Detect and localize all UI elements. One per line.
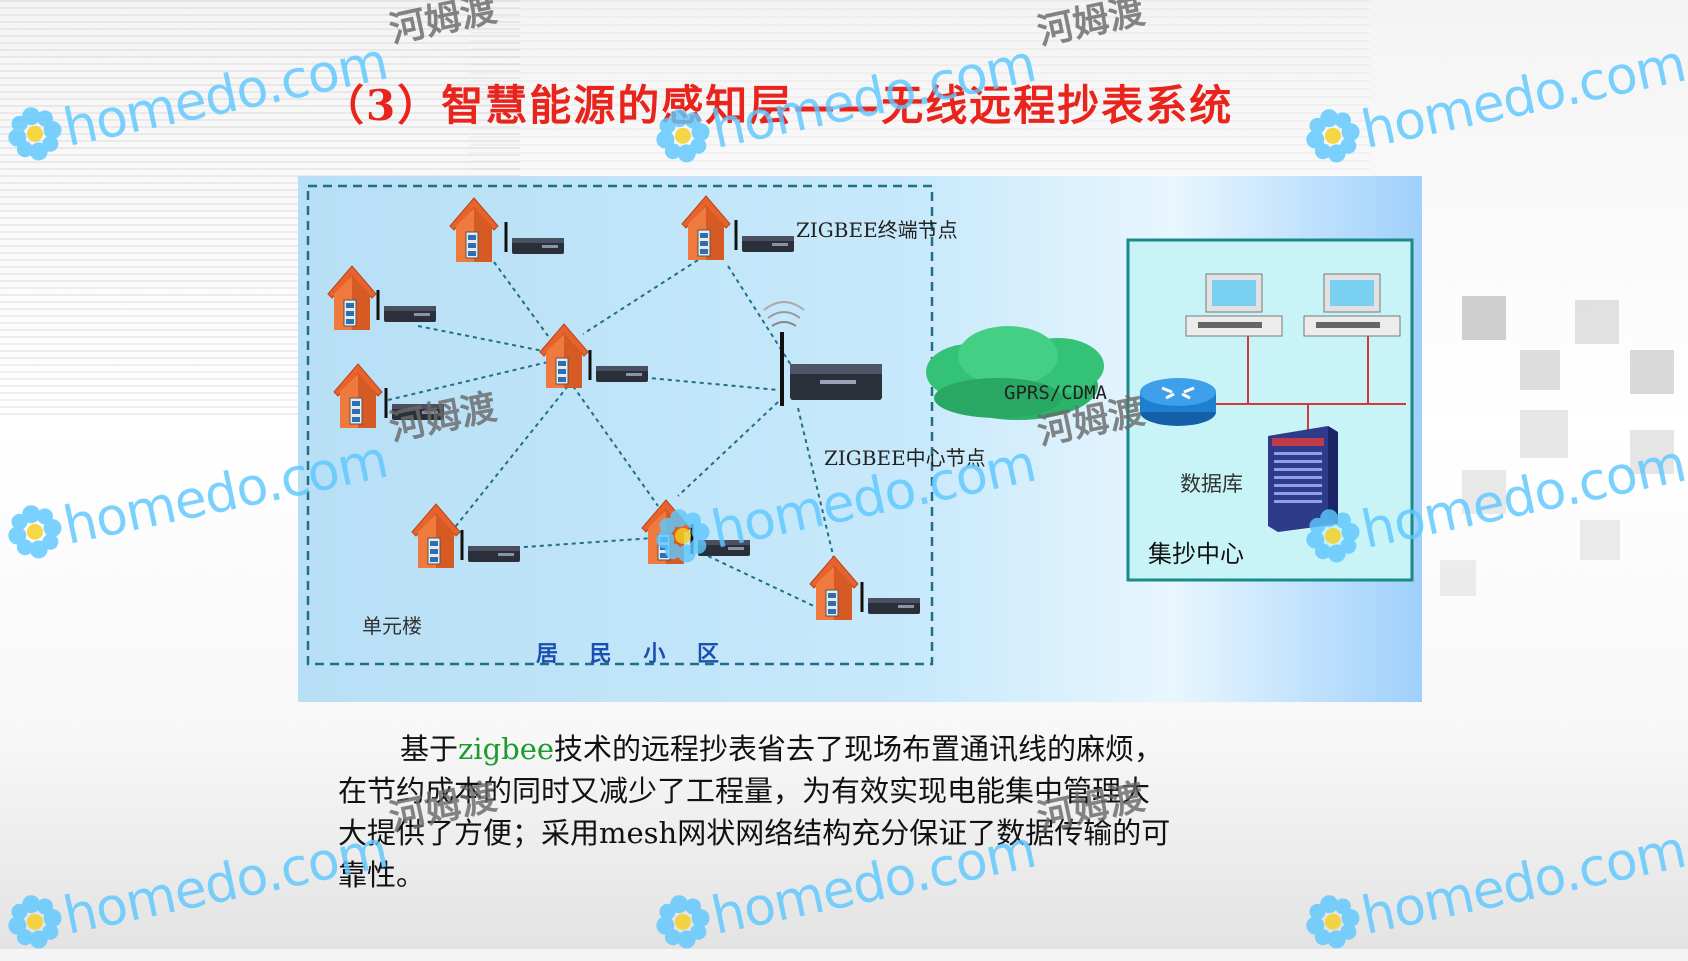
background-square xyxy=(1462,296,1506,340)
computer xyxy=(1303,273,1401,337)
zigbee-highlight: zigbee xyxy=(458,732,555,766)
slide-title: （3）智慧能源的感知层——无线远程抄表系统 xyxy=(322,81,1234,130)
background-square xyxy=(1440,560,1476,596)
database-server xyxy=(1268,426,1338,532)
house-node xyxy=(539,323,650,389)
paragraph-text: 技术的远程抄表省去了现场布置通讯线的麻烦， xyxy=(554,732,1164,766)
background-square xyxy=(1630,430,1674,474)
zigbee-center-node-label: ZIGBEE中心节点 xyxy=(824,446,986,470)
paragraph-line: 基于zigbee技术的远程抄表省去了现场布置通讯线的麻烦， xyxy=(338,728,1338,770)
gprs-cdma-cloud xyxy=(926,326,1104,420)
background-square xyxy=(1520,410,1568,458)
paragraph-line: 大提供了方便；采用mesh网状网络结构充分保证了数据传输的可 xyxy=(338,816,1171,850)
house-node xyxy=(327,265,438,331)
unit-building-label: 单元楼 xyxy=(362,614,422,638)
zigbee-center-node xyxy=(763,301,882,406)
background-square xyxy=(1462,470,1506,514)
description-paragraph: 基于zigbee技术的远程抄表省去了现场布置通讯线的麻烦， 在节约成本的同时又减… xyxy=(338,728,1338,896)
background-stripes xyxy=(470,0,1370,180)
house-node xyxy=(809,555,922,621)
computer xyxy=(1185,273,1283,337)
background-square xyxy=(1575,300,1619,344)
paragraph-line: 在节约成本的同时又减少了工程量，为有效实现电能集中管理大 xyxy=(338,774,1151,808)
network-diagram: ZIGBEE终端节点 ZIGBEE中心节点 GPRS/CDMA 数据库 集抄中心… xyxy=(298,176,1422,702)
house-node xyxy=(449,197,566,263)
database-label: 数据库 xyxy=(1180,472,1243,496)
zigbee-terminal-node-label: ZIGBEE终端节点 xyxy=(796,218,958,242)
paragraph-text: 基于 xyxy=(400,732,459,766)
background-square xyxy=(1580,520,1620,560)
background-square xyxy=(1520,350,1560,390)
diagram-graphics xyxy=(306,184,1414,666)
router xyxy=(1140,378,1216,426)
house-node xyxy=(333,363,446,429)
gprs-cdma-label: GPRS/CDMA xyxy=(1004,382,1107,404)
house-node xyxy=(681,195,796,261)
collection-center-label: 集抄中心 xyxy=(1148,540,1244,568)
house-node xyxy=(641,499,752,565)
background-square xyxy=(1630,350,1674,394)
collection-center-panel xyxy=(1126,238,1414,582)
paragraph-line: 靠性。 xyxy=(338,858,426,892)
residential-area-label: 居 民 小 区 xyxy=(536,642,731,667)
